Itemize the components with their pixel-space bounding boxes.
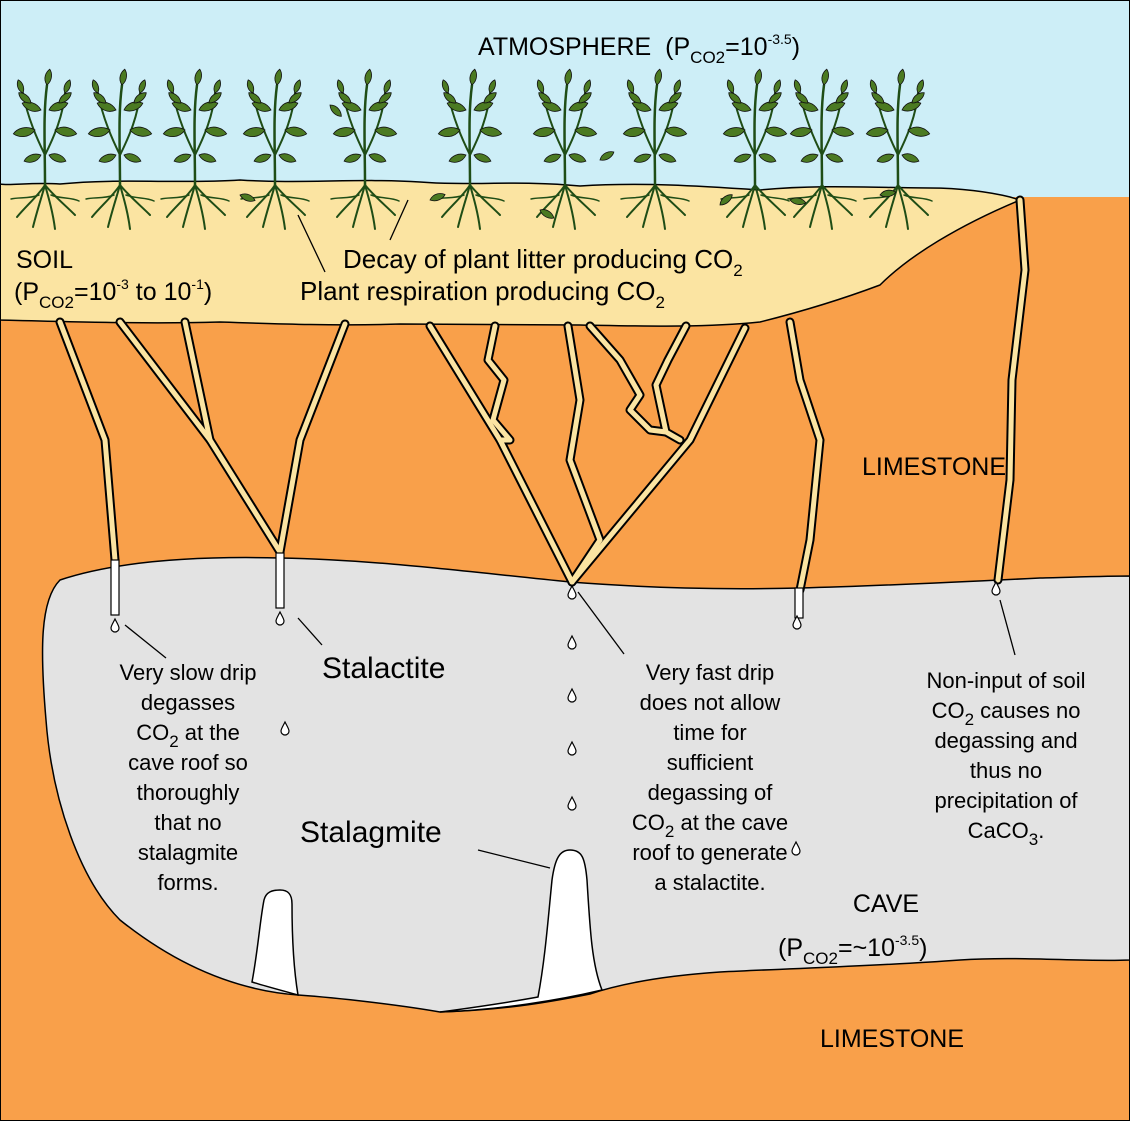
svg-text:that no: that no [154,810,221,835]
svg-text:thus no: thus no [970,758,1042,783]
svg-text:degassing and: degassing and [934,728,1077,753]
svg-text:roof to generate: roof to generate [632,840,787,865]
svg-text:forms.: forms. [157,870,218,895]
svg-text:CAVE: CAVE [853,890,919,918]
svg-text:Very slow drip: Very slow drip [120,660,257,685]
svg-text:thoroughly: thoroughly [137,780,240,805]
stalactite-right [795,588,803,618]
svg-text:Very fast drip: Very fast drip [646,660,774,685]
svg-text:precipitation of: precipitation of [934,788,1078,813]
limestone-lower-label: LIMESTONE [820,1025,964,1053]
stalactite-label: Stalactite [322,652,445,685]
svg-text:sufficient: sufficient [667,750,753,775]
svg-text:Non-input of soil: Non-input of soil [927,668,1086,693]
stalactite-left [111,560,119,615]
limestone-upper-label: LIMESTONE [862,453,1006,481]
svg-text:SOIL: SOIL [16,246,73,274]
stalactite-middle [276,553,284,608]
svg-text:degassing of: degassing of [648,780,774,805]
svg-text:time for: time for [673,720,746,745]
stalagmite-label: Stalagmite [300,816,442,849]
svg-text:stalagmite: stalagmite [138,840,238,865]
svg-text:degasses: degasses [141,690,235,715]
svg-text:does not allow: does not allow [640,690,781,715]
svg-text:cave roof so: cave roof so [128,750,248,775]
svg-text:a stalactite.: a stalactite. [654,870,765,895]
